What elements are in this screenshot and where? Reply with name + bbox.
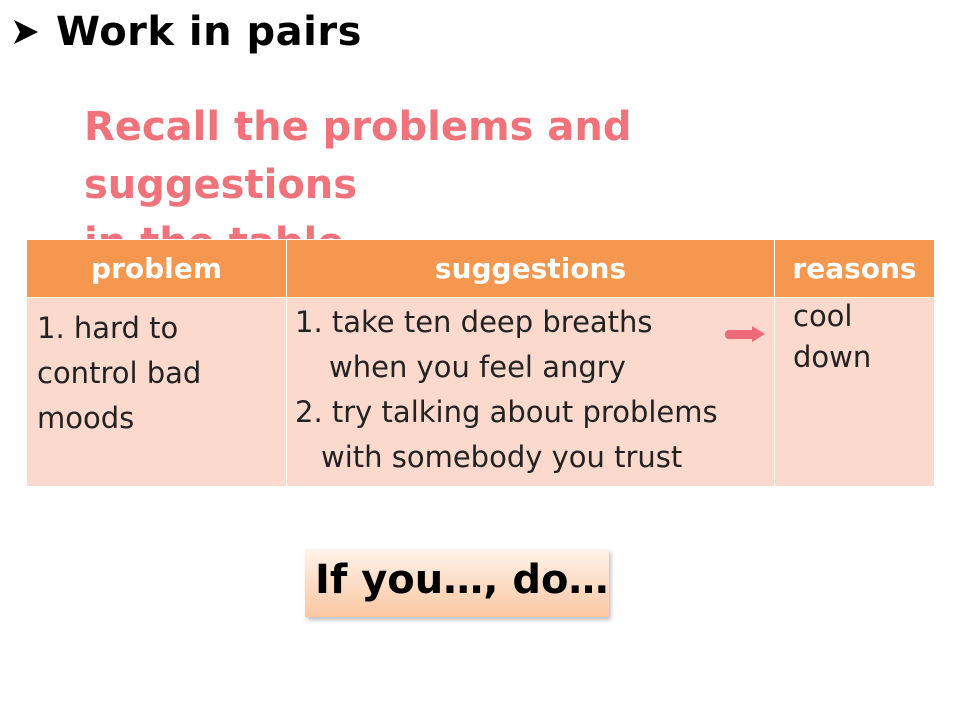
problem-cell: 1. hard to control bad moods — [26, 297, 287, 487]
right-arrow-icon — [725, 326, 765, 342]
suggestion-line: 2. try talking about problems — [295, 395, 718, 429]
instruction-line-1: Recall the problems and suggestions — [84, 104, 632, 208]
suggestion-line: 1. take ten deep breaths — [295, 305, 653, 339]
problem-line: 1. hard to — [37, 311, 179, 345]
reason-line: down — [793, 340, 872, 374]
problems-table: problem suggestions reasons 1. hard to c… — [26, 239, 935, 487]
sentence-pattern-box: If you…, do… — [305, 549, 609, 617]
slide-title: Work in pairs — [56, 9, 362, 55]
suggestions-cell: 1. take ten deep breaths when you feel a… — [286, 297, 775, 487]
table-row: 1. hard to control bad moods 1. take ten… — [26, 297, 935, 487]
column-header-problem: problem — [26, 239, 287, 298]
suggestion-line: with somebody you trust — [321, 440, 683, 474]
column-header-suggestions: suggestions — [286, 239, 775, 298]
problem-line: moods — [37, 401, 135, 435]
problem-line: control bad — [37, 356, 202, 390]
slide-heading: Work in pairs — [12, 8, 362, 56]
reasons-cell: cool down — [774, 297, 935, 487]
reason-line: cool — [793, 299, 853, 333]
table-header-row: problem suggestions reasons — [26, 239, 935, 298]
column-header-reasons: reasons — [774, 239, 935, 298]
sentence-pattern-text: If you…, do… — [315, 557, 609, 603]
suggestion-line: when you feel angry — [329, 350, 626, 384]
arrowhead-bullet-icon — [14, 20, 38, 44]
